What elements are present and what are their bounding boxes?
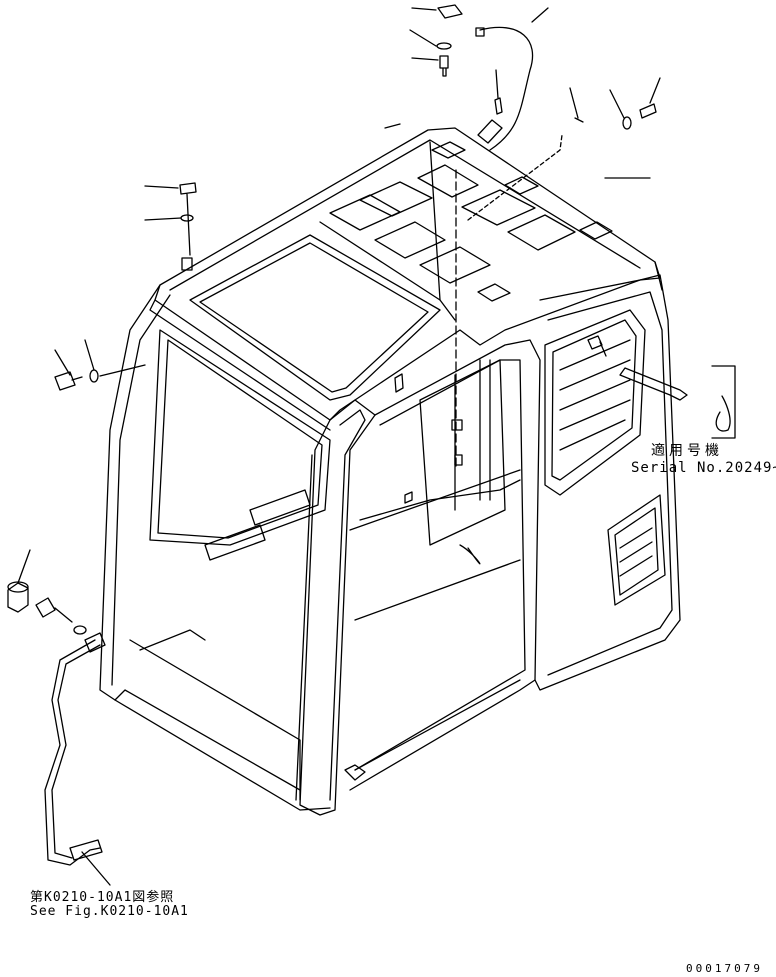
serial-bolt: [587, 335, 607, 357]
cab-right-side: [534, 274, 681, 691]
cab-left-side: [99, 234, 441, 811]
washer-left-top: [180, 214, 194, 222]
guard-rod: [44, 639, 101, 866]
pin-washer: [73, 625, 87, 635]
reference-note-english: See Fig.K0210-10A1: [30, 904, 189, 919]
small-bolt: [494, 97, 503, 115]
roof-bracket: [437, 4, 463, 19]
washer: [436, 42, 452, 50]
right-bolt: [639, 103, 657, 119]
serial-note-english: Serial No.20249~: [631, 460, 776, 476]
cab-roof: [149, 127, 663, 431]
cab-front-pillar: [295, 399, 376, 816]
serial-detail-bracket: [711, 365, 736, 439]
wire-harness: [479, 26, 534, 151]
serial-detail-cap: [715, 395, 731, 432]
nut: [475, 27, 485, 37]
bolt-left-top: [179, 182, 197, 256]
serial-parts: [587, 335, 736, 439]
arrow-to-detail: [619, 367, 688, 401]
reference-note-japanese: 第K0210-10A1図参照: [30, 890, 175, 905]
right-washer: [622, 116, 632, 130]
bolt: [439, 55, 449, 77]
rod-bracket-top: [84, 632, 106, 653]
interior-hardware: [344, 373, 481, 781]
roof-hardware-parts: [384, 4, 661, 471]
side-hardware-parts: [7, 182, 197, 886]
stud: [181, 257, 193, 271]
washer-left-mid: [89, 369, 99, 383]
bushing: [7, 582, 29, 613]
bolt-left-mid: [54, 371, 83, 391]
rod-bracket-bottom: [69, 839, 103, 861]
serial-note-japanese: 適用号機: [651, 443, 723, 459]
clip-plate: [477, 119, 503, 144]
cab-door-opening: [349, 339, 541, 791]
document-id: 00017079: [686, 962, 763, 975]
pin-bolt: [35, 597, 73, 623]
